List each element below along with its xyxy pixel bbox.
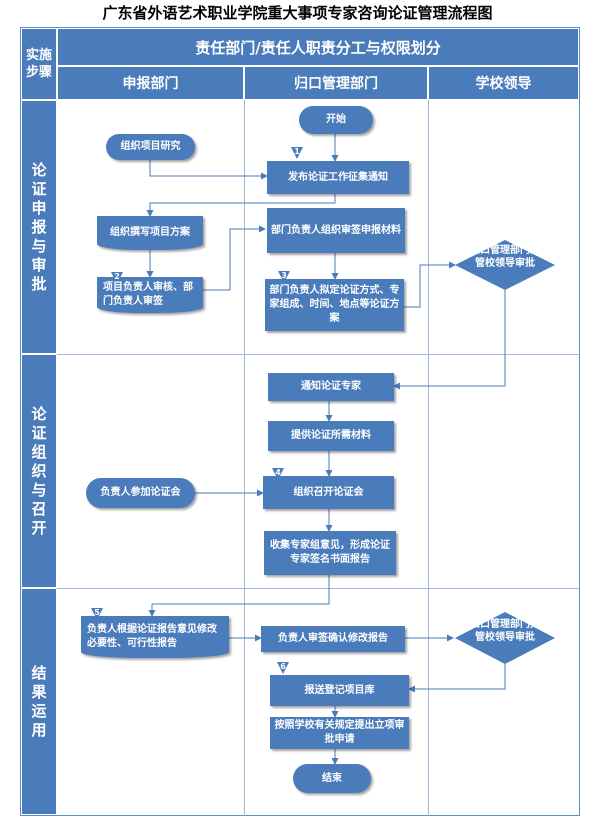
node-leader-approve-1: 归口管理部门分管校领导审批: [470, 245, 540, 269]
phase-divider-2: [57, 588, 579, 589]
page-title: 广东省外语艺术职业学院重大事项专家咨询论证管理流程图: [102, 4, 493, 22]
lane-divider-1: [244, 100, 245, 816]
decision-diamond-1: [455, 240, 555, 290]
step-badge-3: 3: [281, 271, 287, 280]
node-end: 结束: [293, 764, 371, 793]
responsibility-header: 责任部门/责任人职责分工与权限划分: [57, 28, 579, 66]
phase-organization: 论证组织与召开: [21, 354, 57, 588]
node-head-review: 项目负责人审核、部门负责人审签: [97, 277, 203, 313]
step-badge-5-shape: [91, 608, 103, 620]
column-header-management: 归口管理部门: [244, 66, 428, 100]
step-badge-3-shape: [278, 271, 290, 283]
node-notify-experts: 通知论证专家: [268, 373, 394, 401]
phase-divider-1: [57, 354, 579, 355]
decision-diamond-2: [455, 612, 555, 664]
flowchart-frame: [20, 27, 580, 816]
node-research: 组织项目研究: [106, 134, 195, 160]
node-dept-review: 部门负责人组织审签申报材料: [267, 208, 405, 253]
step-badge-1: 1: [294, 147, 300, 156]
node-notice: 发布论证工作征集通知: [267, 161, 409, 194]
step-badge-1-shape: [291, 147, 303, 159]
node-leader-approve-2: 归口管理部门分管校领导审批: [470, 619, 540, 643]
node-provide-materials: 提供论证所需材料: [268, 421, 394, 451]
step-badge-4: 4: [275, 468, 281, 477]
node-hold-meeting: 组织召开论证会: [263, 476, 394, 509]
node-write-plan: 组织撰写项目方案: [97, 216, 203, 250]
lane-divider-2: [428, 100, 429, 816]
phase-application: 论证申报与审批: [21, 100, 57, 354]
column-header-applicant: 申报部门: [57, 66, 244, 100]
step-badge-4-shape: [272, 468, 284, 480]
step-badge-5: 5: [94, 608, 100, 617]
node-collect: 收集专家组意见，形成论证专家签名书面报告: [264, 531, 396, 575]
column-header-leader: 学校领导: [428, 66, 579, 100]
node-apply: 按照学校有关规定提出立项审批申请: [270, 717, 409, 749]
stage-column-header: 实施步骤: [21, 28, 57, 100]
node-confirm: 负责人审签确认修改报告: [261, 626, 405, 652]
step-badge-6: 6: [280, 662, 286, 671]
node-submit: 报送登记项目库: [270, 675, 409, 706]
step-badge-2: 2: [114, 272, 120, 281]
node-revise: 负责人根据论证报告意见修改必要性、可行性报告: [81, 616, 229, 658]
step-badge-6-shape: [277, 662, 289, 674]
phase-result: 结果运用: [21, 588, 57, 815]
node-draft-plan: 部门负责人拟定论证方式、专家组成、时间、地点等论证方案: [265, 279, 404, 331]
node-attend: 负责人参加论证会: [86, 478, 195, 508]
node-start: 开始: [299, 106, 373, 134]
